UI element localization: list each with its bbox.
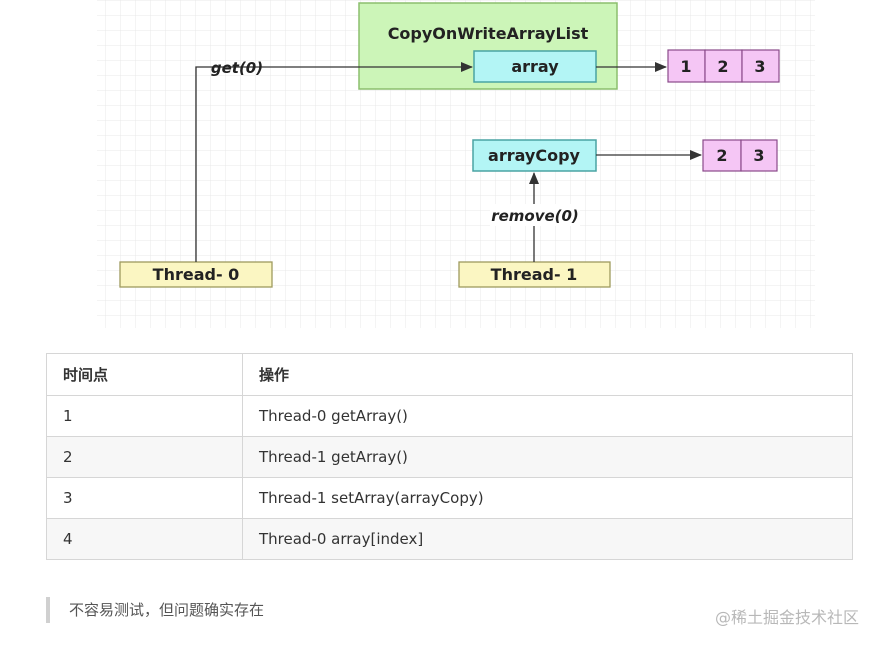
array-cell-value: 1 [680,57,691,76]
operation-cell: Thread-1 getArray() [242,436,853,478]
array-label: array [511,57,559,76]
time-point-cell: 3 [46,477,243,519]
thread-1-node: Thread- 1 [458,261,611,288]
operation-cell: Thread-1 setArray(arrayCopy) [242,477,853,519]
array-cells: 1 2 3 [667,49,780,83]
array-copy-cell-box [702,139,742,172]
table-row: 4 Thread-0 array[index] [46,518,853,560]
blockquote-note: 不容易测试，但问题确实存在 [46,597,264,623]
remove-edge-label-bg [490,204,580,226]
table-row: 1 Thread-0 getArray() [46,395,853,437]
diagram: CopyOnWriteArrayList array 1 2 3 arrayCo… [97,0,815,328]
operations-table: 时间点 操作 1 Thread-0 getArray() 2 Thread-1 … [46,353,853,560]
note-text: 不容易测试，但问题确实存在 [69,601,265,619]
array-cell-value: 3 [754,57,765,76]
time-point-cell: 2 [46,436,243,478]
array-copy-cells: 2 3 [702,139,778,172]
array-cell-value: 2 [717,57,728,76]
thread-1-label: Thread- 1 [491,265,578,284]
time-point-cell: 1 [46,395,243,437]
array-copy-label: arrayCopy [488,146,581,165]
table-header-row: 时间点 操作 [46,353,853,396]
table-row: 2 Thread-1 getArray() [46,436,853,478]
table-row: 3 Thread-1 setArray(arrayCopy) [46,477,853,519]
array-cell-box [667,49,706,83]
array-cell-box [704,49,743,83]
operation-cell: Thread-0 getArray() [242,395,853,437]
header-time-point: 时间点 [46,353,243,396]
thread-0-node: Thread- 0 [119,261,273,288]
array-node: array [473,50,597,83]
array-copy-node: arrayCopy [472,139,597,172]
remove-edge-label: remove(0) [491,207,579,225]
get-edge [195,62,473,262]
container-label: CopyOnWriteArrayList [388,24,589,43]
get-edge-label: get(0) [211,59,263,77]
array-copy-cell-value: 3 [753,146,764,165]
watermark: @稀土掘金技术社区 [714,608,859,627]
thread-0-label: Thread- 0 [153,265,240,284]
array-copy-cell-box [740,139,778,172]
header-operation: 操作 [242,353,853,396]
time-point-cell: 4 [46,518,243,560]
array-cell-box [741,49,780,83]
array-copy-cell-value: 2 [716,146,727,165]
operation-cell: Thread-0 array[index] [242,518,853,560]
